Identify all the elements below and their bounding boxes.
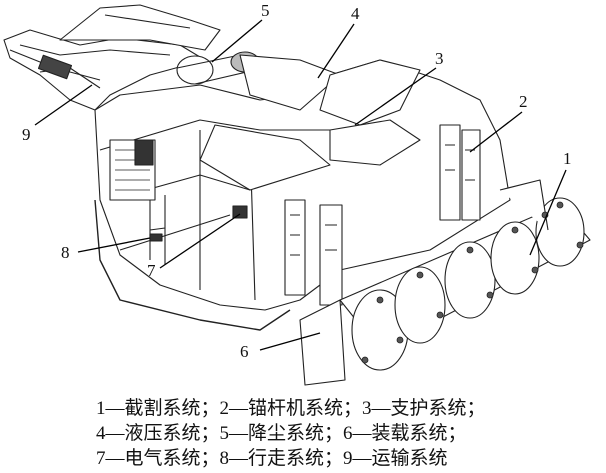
figure-caption: 1—截割系统；2—锚杆机系统；3—支护系统； 4—液压系统；5—降尘系统；6—装… <box>96 396 556 471</box>
callout-2: 2 <box>519 92 528 111</box>
crawler-track <box>94 199 291 331</box>
callout-3: 3 <box>435 49 444 68</box>
conveyor-boom <box>3 4 221 111</box>
caption-line: 4—液压系统；5—降尘系统；6—装载系统； <box>96 423 467 444</box>
callout-1: 1 <box>563 149 572 168</box>
caption-line: 7—电气系统；8—行走系统；9—运输系统 <box>96 448 448 469</box>
leader-lines <box>34 19 567 351</box>
callout-5: 5 <box>261 1 270 20</box>
callout-6: 6 <box>240 342 249 361</box>
callout-4: 4 <box>351 4 360 23</box>
cutting-drums <box>339 179 591 371</box>
callout-7: 7 <box>147 261 156 280</box>
machine-drawing <box>3 4 591 386</box>
caption-line: 1—截割系统；2—锚杆机系统；3—支护系统； <box>96 398 486 419</box>
callout-8: 8 <box>61 243 70 262</box>
main-body <box>94 51 511 386</box>
callout-9: 9 <box>22 125 31 144</box>
